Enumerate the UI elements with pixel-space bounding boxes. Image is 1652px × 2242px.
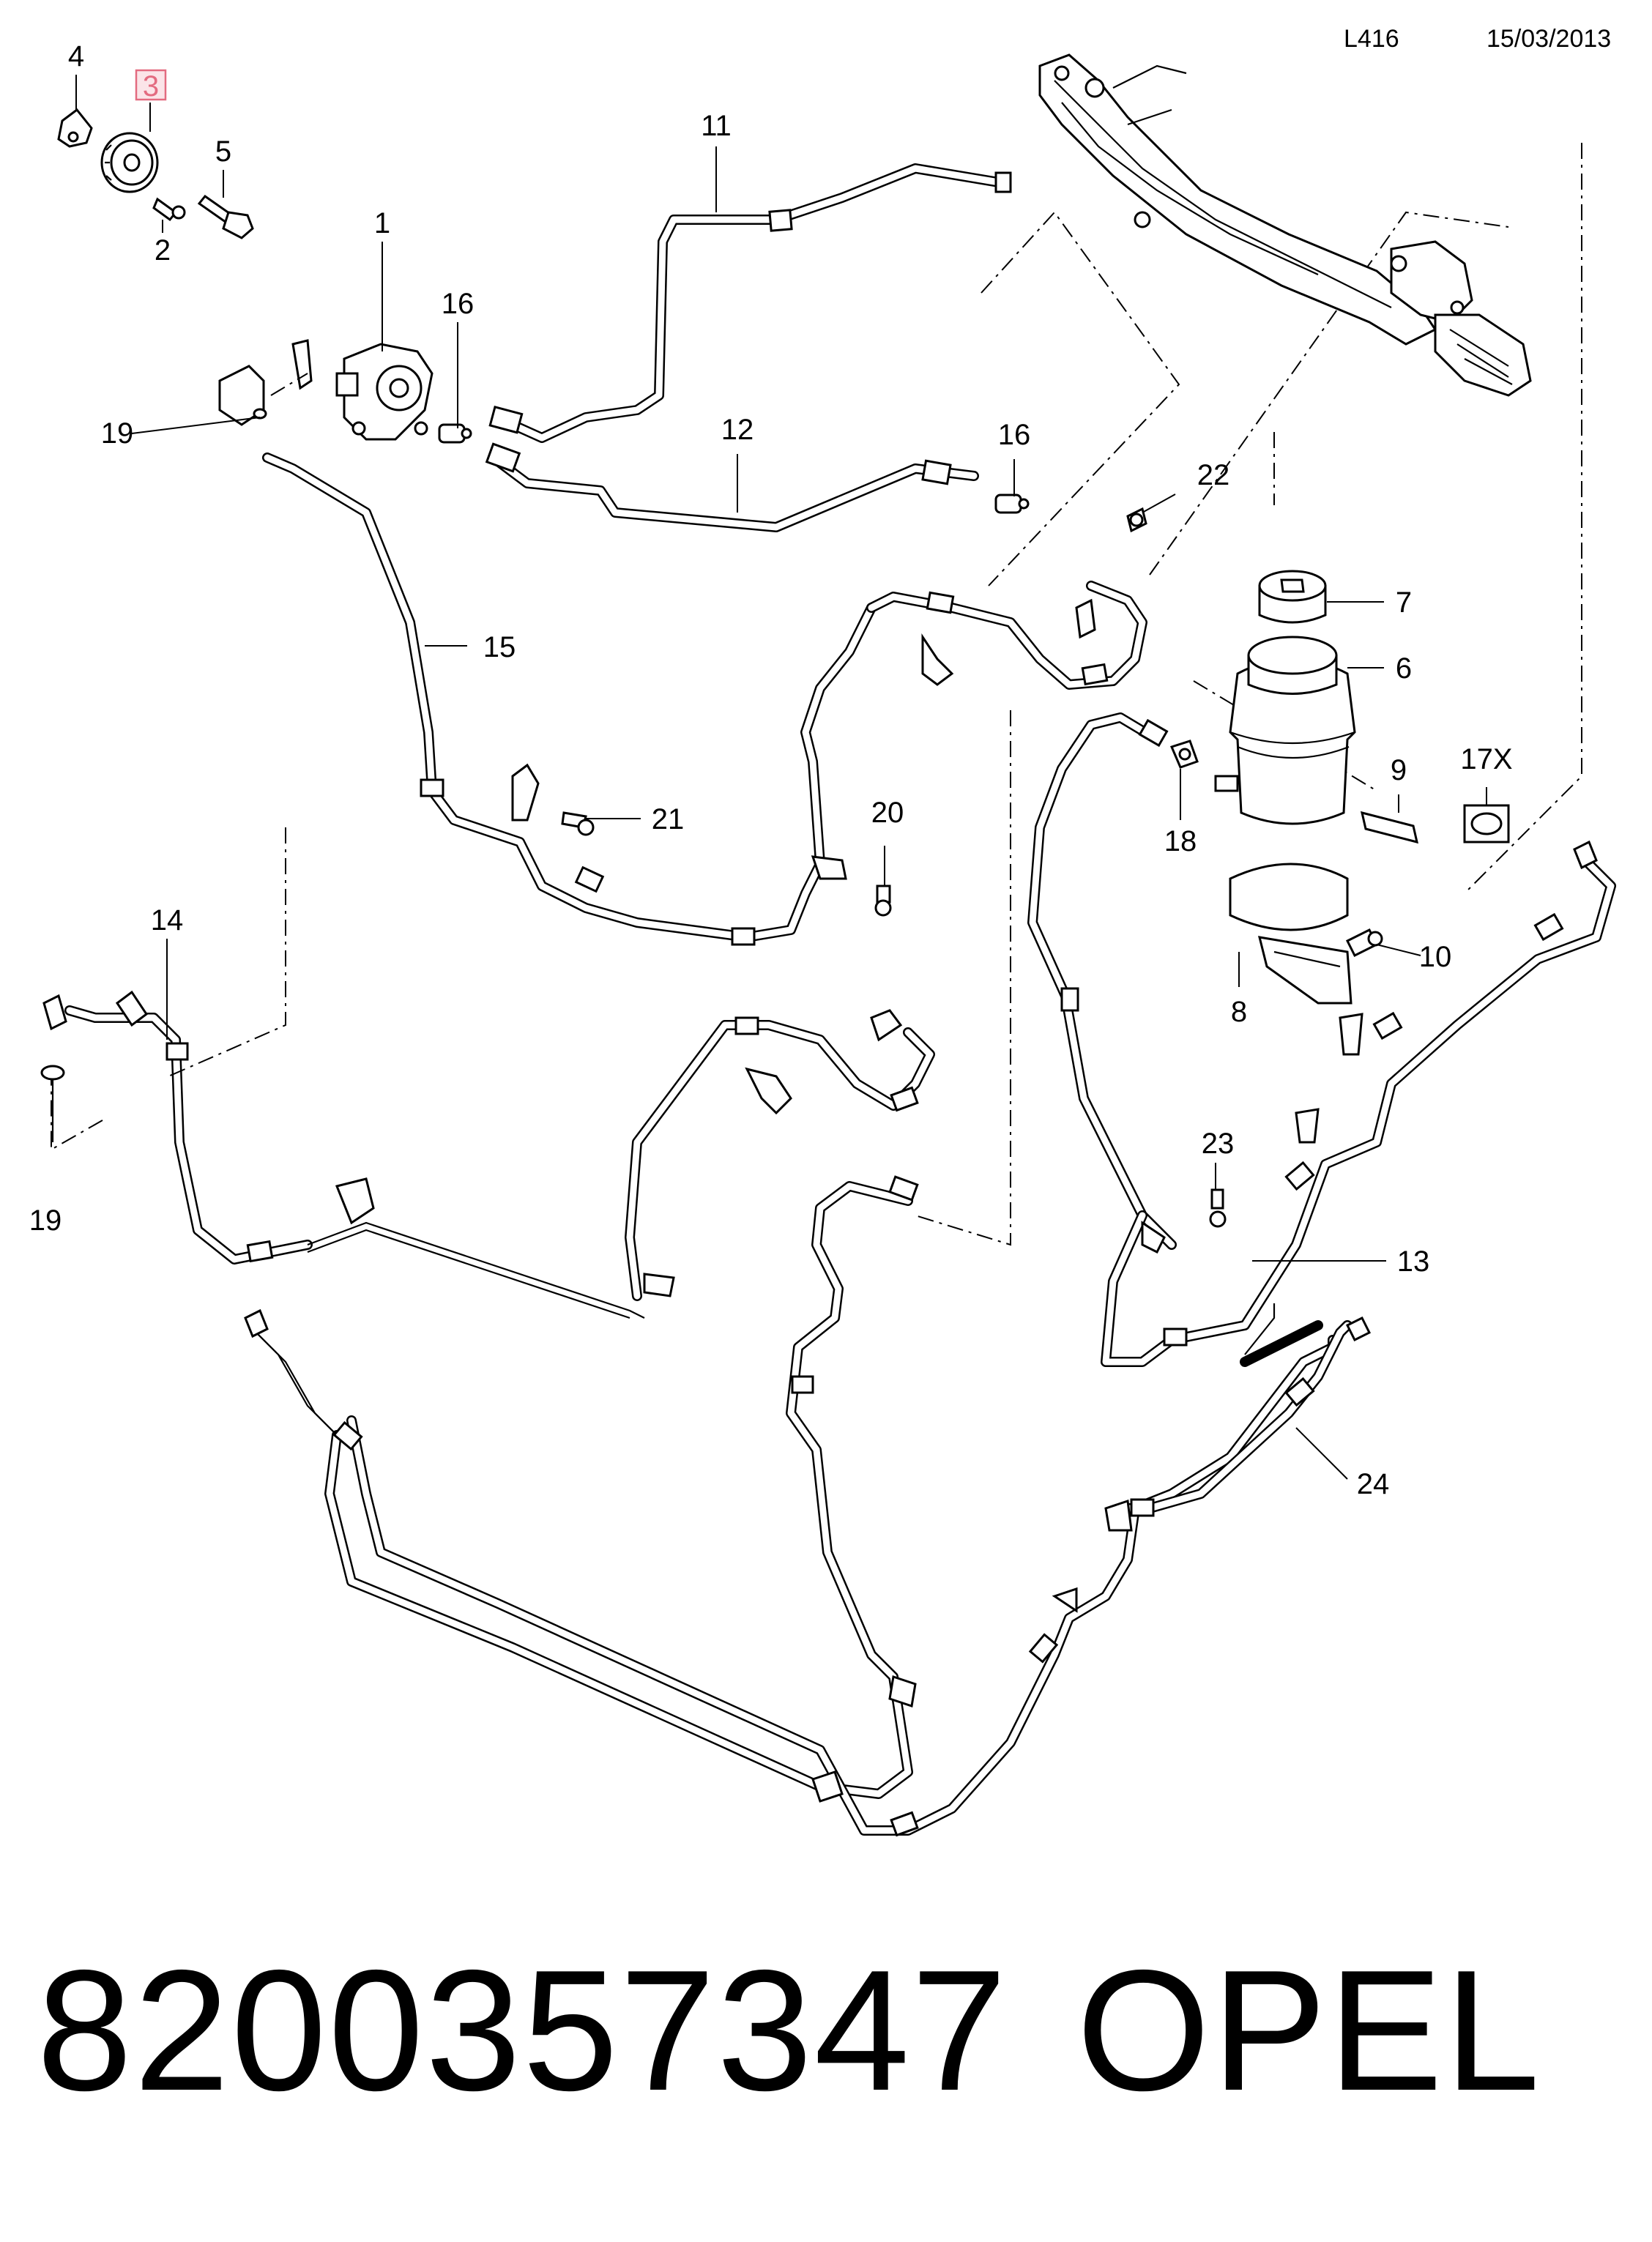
brackets: [42, 339, 1598, 1803]
part-number: 8200357347: [37, 1934, 1008, 2126]
small-screw: [152, 197, 186, 222]
callout-13: 13: [1397, 1245, 1430, 1278]
clip-19b: [40, 1065, 65, 1142]
hose-mid-loop: [625, 1020, 935, 1301]
callout-14: 14: [151, 904, 184, 936]
power-steering-hose-diagram: .hose { fill:none; stroke:#000; stroke-w…: [29, 40, 1616, 1837]
steering-rack-assembly: [1038, 53, 1532, 397]
bolt: [197, 194, 254, 239]
callout-5: 5: [215, 135, 231, 168]
strap-screw: [1345, 928, 1383, 958]
bolt-20: [874, 884, 892, 917]
callout-18: 18: [1164, 825, 1197, 857]
callout-8: 8: [1231, 996, 1247, 1028]
reservoir-cap: [1258, 570, 1327, 624]
callout-17x: 17X: [1460, 743, 1512, 775]
reservoir-strap: [1229, 863, 1353, 1005]
seal-kit: [1463, 804, 1510, 843]
hose-clamp-18: [1169, 740, 1199, 769]
callout-12: 12: [721, 414, 754, 446]
callout-2: 2: [155, 234, 171, 267]
hose-long-center: [324, 1181, 913, 1799]
callout-4: 4: [68, 40, 84, 72]
bolt-21: [561, 811, 595, 836]
callout-9: 9: [1391, 754, 1407, 786]
callout-19-b: 19: [29, 1204, 62, 1237]
retaining-clip: [1360, 811, 1419, 844]
steel-line-24: [1244, 1303, 1276, 1355]
hose-clamp-16b: [994, 494, 1030, 514]
diagram-reference-code: L416: [1344, 25, 1399, 53]
callout-16-b: 16: [998, 419, 1031, 451]
steel-line-14b: [307, 1229, 630, 1319]
clip-19a: [253, 408, 267, 420]
hose-clamp-16a: [438, 423, 472, 444]
callout-21: 21: [652, 803, 685, 835]
hose-13: [1101, 852, 1616, 1367]
hose-11: [507, 163, 1008, 443]
callout-6: 6: [1396, 652, 1412, 685]
callout-16-a: 16: [442, 288, 475, 320]
callout-24: 24: [1357, 1468, 1390, 1500]
callout-11: 11: [701, 110, 732, 142]
power-steering-pump: [335, 343, 434, 441]
steel-line-14: [307, 1221, 645, 1319]
callout-1: 1: [374, 207, 390, 239]
pump-bracket: [57, 108, 93, 148]
hose-12: [493, 456, 979, 532]
callout-7: 7: [1396, 586, 1412, 619]
diagram-date: 15/03/2013: [1487, 25, 1612, 53]
hose-14: [64, 1005, 313, 1265]
callout-19-a: 19: [101, 417, 134, 450]
steel-line-lower: [248, 1325, 338, 1436]
hose-collars: [165, 171, 1564, 1837]
highlighted-part-box: [135, 69, 167, 101]
callout-20: 20: [871, 797, 904, 829]
callout-23: 23: [1202, 1128, 1235, 1160]
bolt-22: [1075, 507, 1147, 639]
leader-lines: [75, 75, 1487, 1480]
hose-15: [262, 453, 877, 942]
pulley: [100, 132, 159, 193]
fluid-reservoir: [1214, 636, 1356, 825]
callout-22: 22: [1197, 459, 1230, 491]
steel-line-lower-b: [256, 1332, 345, 1443]
callout-3: 3: [143, 70, 159, 103]
hose-13-upper: [1027, 712, 1177, 1250]
brand-name: OPEL: [1076, 1934, 1541, 2126]
hose-lower-return: [346, 1335, 1338, 1836]
callout-10: 10: [1419, 941, 1452, 973]
callout-15: 15: [483, 631, 516, 663]
bolt-23: [1209, 1188, 1227, 1228]
